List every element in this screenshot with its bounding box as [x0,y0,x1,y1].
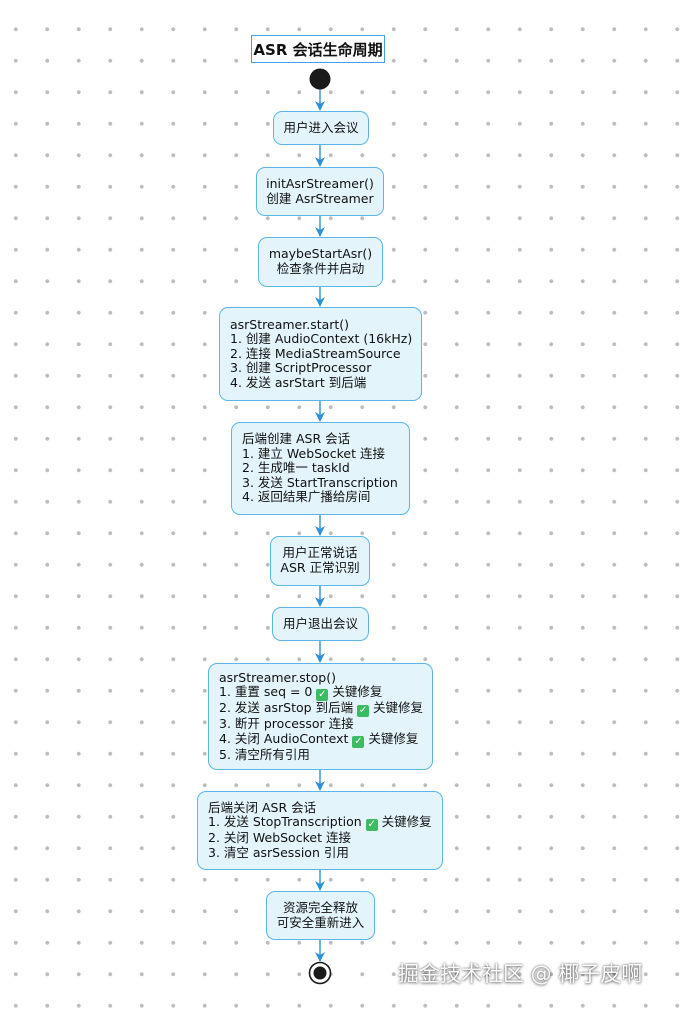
node-asr-streamer-start: asrStreamer.start()1. 创建 AudioContext (1… [219,307,422,401]
node-text-line: 4. 发送 asrStart 到后端 [230,374,367,390]
node-text-line: 2. 连接 MediaStreamSource [230,345,401,361]
node-text-line: 用户进入会议 [283,119,359,135]
node-text-line: 可安全重新进入 [276,914,365,930]
node-text-line: initAsrStreamer() [266,175,374,191]
node-text-line: asrStreamer.stop() [219,669,336,685]
node-text-line: 用户退出会议 [282,615,358,631]
node-text-line: 4. 返回结果广播给房间 [242,489,371,505]
watermark: 掘金技术社区 @ 椰子皮啊 [398,962,643,986]
checkmark-icon: ✓ [352,735,365,748]
node-text-line: 1. 创建 AudioContext (16kHz) [230,331,413,347]
node-text-line: 3. 创建 ScriptProcessor [230,360,372,376]
node-text-line: 用户正常说话 [282,545,358,561]
checkmark-icon: ✓ [316,689,329,702]
node-text-line: 1. 建立 WebSocket 连接 [242,445,385,461]
node-user-exit-meeting: 用户退出会议 [272,607,369,641]
node-text-line: 2. 发送 asrStop 到后端 ✓ 关键修复 [219,700,424,718]
node-user-enter-meeting: 用户进入会议 [273,111,369,145]
node-text-line: 创建 AsrStreamer [266,190,374,206]
node-text-line: 检查条件并启动 [276,261,365,276]
node-text-line: maybeStartAsr() [268,246,373,262]
node-text-line: 1. 发送 StopTranscription ✓ 关键修复 [208,814,432,832]
node-text-line: 5. 清空所有引用 [219,746,310,762]
diagram-title: ASR 会话生命周期 [251,35,385,63]
node-text-line: 3. 发送 StartTranscription [242,474,398,490]
start-node [309,68,331,90]
node-text-line: 2. 关闭 WebSocket 连接 [208,830,351,846]
node-text-line: 2. 生成唯一 taskId [242,460,350,476]
node-text-line: 3. 断开 processor 连接 [219,716,354,732]
node-text-line: 后端创建 ASR 会话 [242,431,351,447]
node-text-line: ASR 正常识别 [280,560,360,575]
node-maybe-start-asr: maybeStartAsr()检查条件并启动 [258,237,383,287]
checkmark-icon: ✓ [365,819,378,832]
checkmark-icon: ✓ [357,705,370,718]
node-text-line: 资源完全释放 [282,899,358,915]
end-node [308,961,332,985]
node-text-line: asrStreamer.start() [230,316,350,332]
node-init-asr-streamer: initAsrStreamer()创建 AsrStreamer [256,167,384,216]
node-text-line: 3. 清空 asrSession 引用 [208,844,349,860]
node-resources-released: 资源完全释放可安全重新进入 [266,891,375,940]
node-text-line: 后端关闭 ASR 会话 [208,799,317,815]
node-text-line: 1. 重置 seq = 0 ✓ 关键修复 [219,684,383,702]
node-text-line: 4. 关闭 AudioContext ✓ 关键修复 [219,730,419,748]
